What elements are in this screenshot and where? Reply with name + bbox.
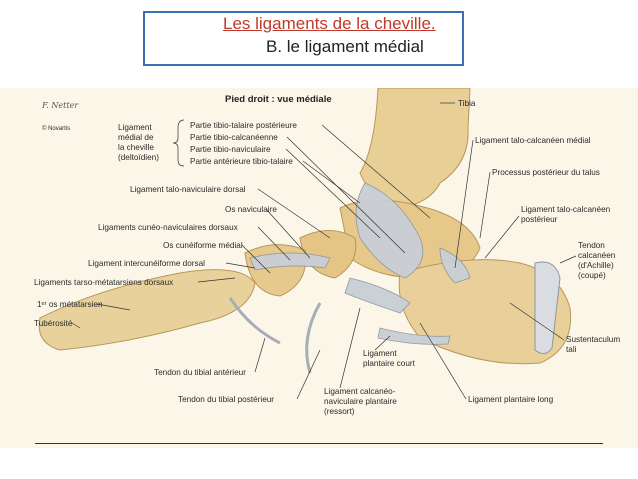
tib-post-tendon <box>305 302 322 374</box>
metatarsal-bone <box>38 269 256 351</box>
tib-ant-tendon-label: Tendon du tibial antérieur <box>154 368 246 377</box>
calc-tendon-label-1: Tendon <box>578 241 605 250</box>
talocalc-post-label-1: Ligament talo-calcanéen <box>521 205 611 214</box>
tuberosity-label: Tubérosité <box>34 319 73 328</box>
short-plantar-label-1: Ligament <box>363 349 397 358</box>
copyright-notice: © Novartis <box>42 125 70 132</box>
navicular-label: Os naviculaire <box>225 205 277 214</box>
calc-tendon-label-3: (d'Achille) <box>578 261 614 270</box>
tib-ant-tendon <box>228 297 281 345</box>
bottom-rule <box>35 443 603 444</box>
talonavicular-label: Ligament talo-naviculaire dorsal <box>130 185 246 194</box>
spring-label-3: (ressort) <box>324 407 355 416</box>
slide-title: Les ligaments de la cheville. <box>223 14 436 33</box>
deltoid-label-1: Ligament <box>118 123 152 132</box>
bones <box>38 88 572 365</box>
tendons <box>228 297 322 374</box>
short-plantar-label-2: plantaire court <box>363 359 416 368</box>
spring-ligament <box>344 277 411 314</box>
calc-tendon-label-4: (coupé) <box>578 271 606 280</box>
title-box: Les ligaments de la cheville. B. le liga… <box>143 11 464 66</box>
deltoid-label-3: la cheville <box>118 143 154 152</box>
medial-cuneiform-label: Os cunéiforme médial <box>163 241 243 250</box>
tarsometatarsal-label: Ligaments tarso-métatarsiens dorsaux <box>34 278 173 287</box>
tib-post-tendon-label: Tendon du tibial postérieur <box>178 395 274 404</box>
tibiocalcaneal-label: Partie tibio-calcanéenne <box>190 133 278 142</box>
ligaments <box>249 182 471 345</box>
talocalc-medial-label: Ligament talo-calcanéen médial <box>475 136 591 145</box>
long-plantar-label: Ligament plantaire long <box>468 395 554 404</box>
tibiotalar-ant-label: Partie antérieure tibio-talaire <box>190 157 293 166</box>
figure-heading: Pied droit : vue médiale <box>225 94 332 105</box>
short-plantar-ligament <box>377 327 451 345</box>
post-process-talus-label: Processus postérieur du talus <box>492 168 600 177</box>
calc-tendon-label-2: calcanéen <box>578 251 616 260</box>
ankle-medial-illustration: Pied droit : vue médiale F. Netter © Nov… <box>34 88 620 416</box>
slide-subtitle: B. le ligament médial <box>266 37 424 56</box>
talocalc-post-label-2: postérieur <box>521 215 558 224</box>
sustentaculum-label-2: tali <box>566 345 577 354</box>
artist-signature: F. Netter <box>41 101 79 110</box>
spring-label-1: Ligament calcanéo- <box>324 387 396 396</box>
sustentaculum-label-1: Sustentaculum <box>566 335 620 344</box>
tibionavicular-label: Partie tibio-naviculaire <box>190 145 271 154</box>
deltoid-label-4: (deltoïdien) <box>118 153 159 162</box>
deltoid-ligament <box>355 182 424 279</box>
intercuneiform-label: Ligament intercunéiforme dorsal <box>88 259 205 268</box>
leader-lines <box>71 102 577 400</box>
tibiotalar-post-label: Partie tibio-talaire postérieure <box>190 121 297 130</box>
tibia-label: Tibia <box>458 99 476 108</box>
dorsal-ligaments <box>249 252 331 271</box>
achilles-tendon-cut <box>534 261 561 354</box>
first-metatarsal-label: 1ᵉʳ os métatarsien <box>37 300 103 309</box>
cuneonavicular-label: Ligaments cunéo-naviculaires dorsaux <box>98 223 238 232</box>
spring-label-2: naviculaire plantaire <box>324 397 397 406</box>
deltoid-label-2: médial de <box>118 133 154 142</box>
deltoid-brace <box>172 119 185 167</box>
